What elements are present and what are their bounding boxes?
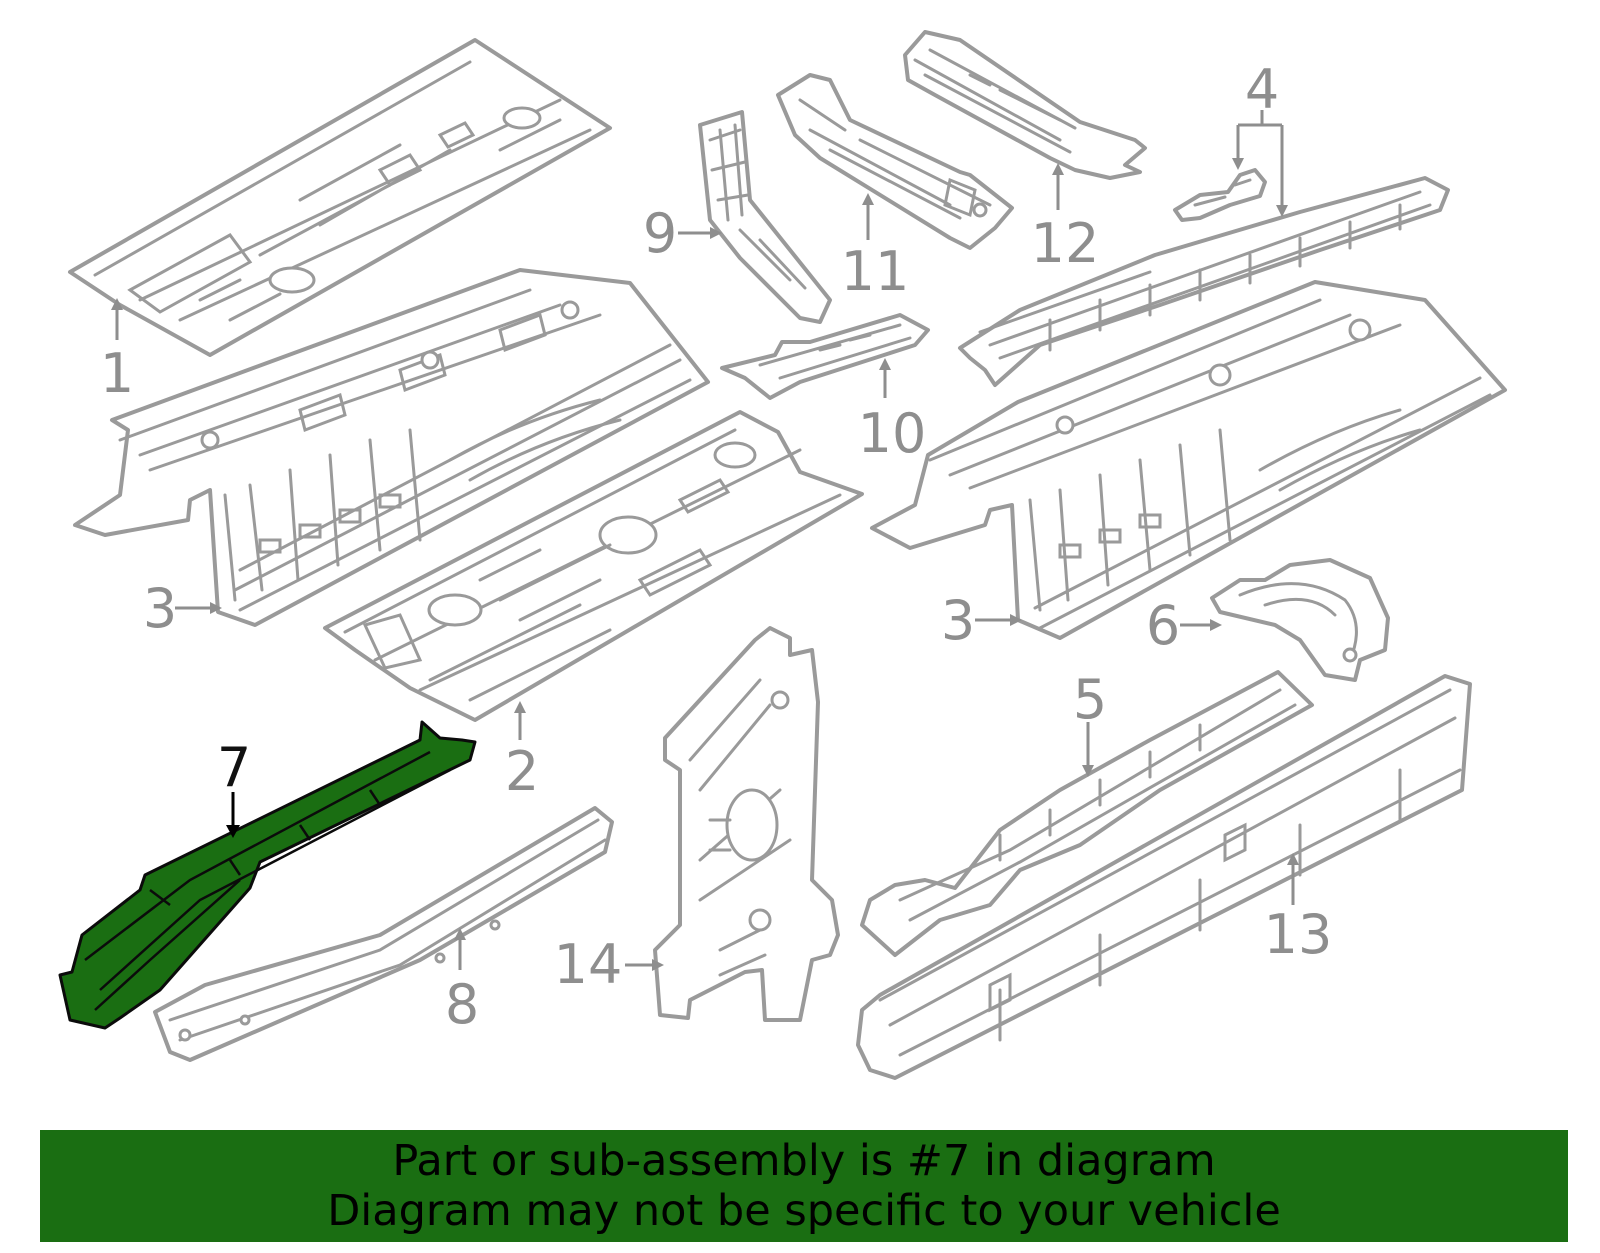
part-8-sill (153, 806, 614, 1062)
part-7-highlighted-rail (58, 720, 477, 1030)
callout-3a: 3 (143, 577, 177, 640)
callout-13: 13 (1264, 903, 1333, 966)
callout-4: 4 (1245, 58, 1279, 121)
callout-2: 2 (505, 740, 539, 803)
part-3-right-floor-assembly (870, 280, 1507, 640)
part-4-small-bracket (1173, 168, 1267, 222)
leader-lines (115, 110, 1295, 970)
part-13-rocker (856, 674, 1472, 1080)
callout-10: 10 (858, 402, 927, 465)
banner-line-1: Part or sub-assembly is #7 in diagram (392, 1136, 1216, 1186)
callout-3b: 3 (941, 589, 975, 652)
part-11-crossmember (776, 73, 1014, 250)
part-3-left-floor-assembly (73, 268, 710, 627)
info-banner: Part or sub-assembly is #7 in diagram Di… (40, 1130, 1568, 1242)
callout-1: 1 (100, 342, 134, 405)
part-14-pillar (653, 626, 840, 1022)
leader-4 (1236, 110, 1284, 210)
callout-9: 9 (643, 202, 677, 265)
arrowheads (111, 158, 1299, 971)
arrowhead-7 (226, 825, 240, 838)
callout-8: 8 (445, 973, 479, 1036)
part-2-floor-panel (323, 410, 864, 722)
part-10-bracket (720, 313, 930, 400)
part-5-rail (860, 670, 1314, 957)
callout-11: 11 (841, 240, 910, 303)
part-4-rail (958, 176, 1450, 387)
callout-14: 14 (554, 933, 623, 996)
callout-5: 5 (1073, 668, 1107, 731)
part-12-crossmember (903, 30, 1147, 180)
part-1-floor-panel (68, 38, 612, 357)
banner-line-2: Diagram may not be specific to your vehi… (327, 1186, 1281, 1236)
callout-7: 7 (217, 736, 251, 799)
callout-6: 6 (1146, 594, 1180, 657)
part-6-bracket (1210, 558, 1390, 682)
callout-12: 12 (1031, 212, 1100, 275)
callout-labels: 1 2 3 3 4 5 6 7 8 9 10 11 12 13 14 (100, 58, 1333, 1036)
